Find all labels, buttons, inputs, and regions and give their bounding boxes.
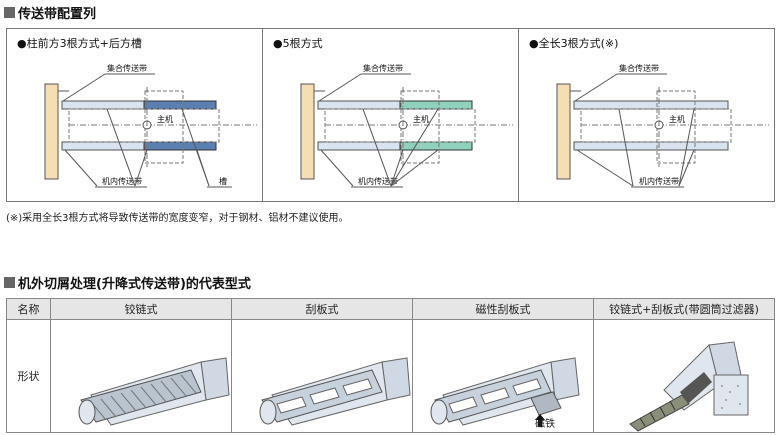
column-block <box>300 83 315 180</box>
layout-diagram: 主机 集合传送带 机内传送带 <box>556 63 769 188</box>
column-block <box>556 83 571 180</box>
inner-label: 机内传送带 <box>639 176 679 186</box>
header-magnetic-scraper: 磁性刮板式 <box>412 298 594 320</box>
table-row: 形状 <box>6 319 775 433</box>
header-name: 名称 <box>6 298 51 320</box>
arrow-up-icon <box>535 414 545 427</box>
hinge-conveyor-illustration <box>78 357 230 426</box>
layout-panels: ●柱前方3根方式+后方槽 主机 集合传送带 机内传送带 槽 <box>6 28 775 202</box>
header-scraper: 刮板式 <box>231 298 413 320</box>
scraper-conveyor-illustration <box>259 357 411 426</box>
collect-label: 集合传送带 <box>619 63 659 73</box>
shape-hinge-scraper-drum <box>593 319 775 433</box>
trough-label: 槽 <box>219 176 227 186</box>
collect-label: 集合传送带 <box>107 63 147 73</box>
panel-label: ●全长3根方式(※) <box>529 37 619 50</box>
row-label-shape: 形状 <box>6 319 51 433</box>
panel-label: ●5根方式 <box>273 37 323 50</box>
main-label: 主机 <box>669 114 685 124</box>
footnote: (※)采用全长3根方式将导致传送带的宽度变窄，对于钢材、铝材不建议使用。 <box>6 213 349 224</box>
column-block <box>44 83 59 180</box>
panel-front3-rear-trough: ●柱前方3根方式+后方槽 主机 集合传送带 机内传送带 槽 <box>7 29 263 201</box>
panel-full-3-belt: ●全长3根方式(※) 主机 集合传送带 机内传送带 <box>519 29 774 201</box>
layout-diagram: 主机 集合传送带 机内传送带 <box>300 63 513 188</box>
shape-scraper <box>231 319 413 433</box>
main-label: 主机 <box>157 114 173 124</box>
panel-5-belt: ●5根方式 主机 集合传送带 机内传送带 <box>263 29 519 201</box>
hinge-scraper-drum-illustration <box>629 341 749 432</box>
collect-label: 集合传送带 <box>363 63 403 73</box>
section-title-types: 机外切屑处理(升降式传送带)的代表型式 <box>4 273 251 292</box>
section-title-text: 传送带配置列 <box>18 7 97 22</box>
shape-magnetic-scraper: 磁铁 <box>412 319 594 433</box>
square-bullet-icon <box>4 277 15 288</box>
header-hinge-scraper-drum: 铰链式+刮板式(带圆筒过滤器) <box>593 298 775 320</box>
section-title-layout: 传送带配置列 <box>4 3 96 22</box>
main-label: 主机 <box>413 114 429 124</box>
table-header-row: 名称 铰链式 刮板式 磁性刮板式 铰链式+刮板式(带圆筒过滤器) <box>6 298 775 320</box>
section-title-text: 机外切屑处理(升降式传送带)的代表型式 <box>18 277 251 292</box>
shape-hinge <box>50 319 232 433</box>
magnetic-scraper-illustration <box>430 357 580 427</box>
inner-label: 机内传送带 <box>102 176 142 186</box>
conveyor-types-table: 名称 铰链式 刮板式 磁性刮板式 铰链式+刮板式(带圆筒过滤器) 形状 <box>6 298 775 433</box>
square-bullet-icon <box>4 7 15 18</box>
header-hinge: 铰链式 <box>50 298 232 320</box>
magnet-label: 磁铁 <box>535 419 555 430</box>
layout-diagram: 主机 集合传送带 机内传送带 槽 <box>44 63 257 188</box>
panel-label: ●柱前方3根方式+后方槽 <box>17 37 142 50</box>
inner-label: 机内传送带 <box>358 176 398 186</box>
